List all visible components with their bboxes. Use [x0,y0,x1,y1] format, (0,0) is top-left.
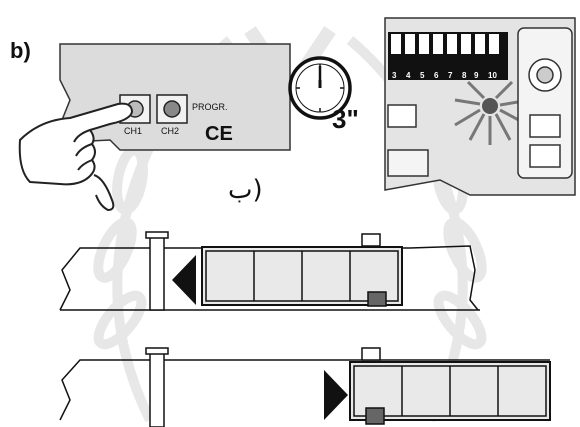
dip-number-6: 8 [462,71,467,80]
led-icon [482,98,498,114]
ce-mark: CE [205,123,233,145]
progr-label: PROGR. [192,102,228,112]
ch1-label: CH1 [124,126,142,136]
dip-number-4: 6 [434,71,439,80]
dip-number-3: 5 [420,71,425,80]
dip-number-1: 3 [392,71,397,80]
gate-motor [368,292,386,306]
arabic-caption: ب) [228,175,263,205]
ch2-label: CH2 [161,126,179,136]
control-board: CH1 CH2 PROGR. CE [60,44,290,150]
dip-number-8: 10 [488,71,497,80]
dip-number-5: 7 [448,71,453,80]
arrow-left-icon [172,255,196,305]
panel-label: b) [10,38,31,63]
arrow-right-icon [324,370,348,420]
ch2-button-cap [164,101,180,117]
receiver-board: 3 4 5 6 7 8 9 10 [385,18,575,195]
dip-number-7: 9 [474,71,479,80]
dip-number-2: 4 [406,71,411,80]
timer-duration: 3" [332,104,359,134]
